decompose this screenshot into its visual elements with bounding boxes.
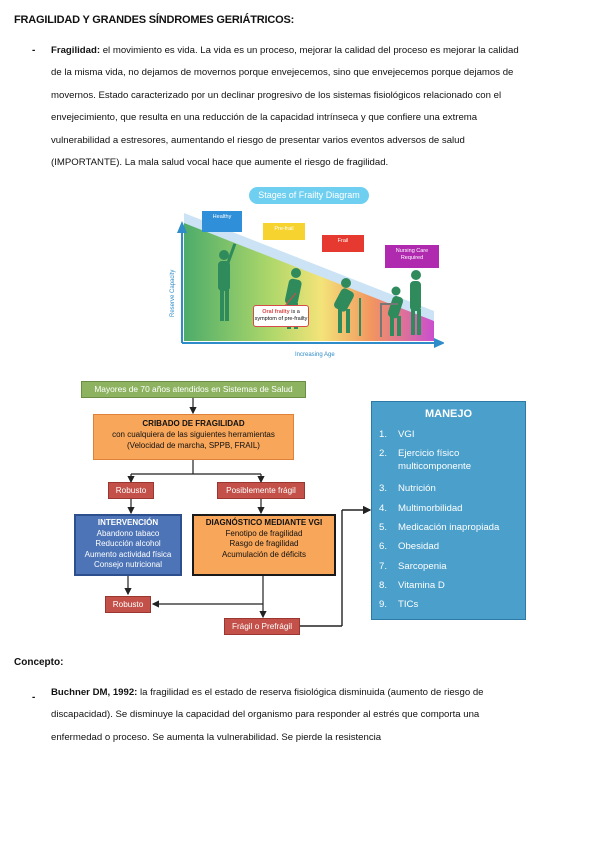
- robusto-result-box: Robusto: [105, 596, 151, 613]
- callout-pointer: [283, 292, 297, 308]
- cribado-box: CRIBADO DE FRAGILIDAD con cualquiera de …: [93, 414, 294, 460]
- figure-frail: [334, 278, 361, 336]
- frailty-diagram-title: Stages of Frailty Diagram: [249, 187, 369, 204]
- fragil-prefragil-box: Frágil o Prefrágil: [224, 618, 300, 635]
- frailty-stages-figure: Stages of Frailty Diagram Healthy Pre-fr…: [154, 183, 444, 363]
- intervencion-item: Consejo nutricional: [93, 560, 163, 569]
- manejo-title: MANEJO: [424, 408, 473, 420]
- cribado-line: con cualquiera de las siguientes herrami…: [112, 430, 275, 439]
- flowchart-connectors: [124, 398, 372, 627]
- manejo-item: 1.VGI: [379, 429, 415, 440]
- paragraph-line-text: la fragilidad es el estado de reserva fi…: [140, 687, 484, 698]
- paragraph-line: Buchner DM, 1992: la fragilidad es el es…: [51, 682, 585, 704]
- concepto-heading: Concepto:: [14, 657, 64, 668]
- intervencion-item: Abandono tabaco: [96, 528, 160, 538]
- intervencion-title: INTERVENCIÓN: [97, 518, 159, 527]
- callout-rest: is a symptom of pre-frailty: [254, 309, 308, 322]
- vgi-item: Acumulación de déficits: [221, 549, 307, 559]
- vgi-box: DIAGNÓSTICO MEDIANTE VGI Fenotipo de fra…: [192, 514, 336, 576]
- population-box: Mayores de 70 años atendidos en Sistemas…: [81, 381, 306, 398]
- bullet-marker: -: [32, 45, 36, 56]
- author-citation: Buchner DM, 1992:: [51, 687, 138, 698]
- y-axis-arrow: [177, 221, 187, 233]
- concepto-paragraph: Buchner DM, 1992: la fragilidad es el es…: [51, 682, 585, 749]
- reserve-curve-area: [184, 213, 434, 321]
- paragraph-line: movernos. Estado caracterizado por un de…: [51, 89, 502, 101]
- manejo-item: 9.TICs: [379, 599, 419, 610]
- vgi-item: Rasgo de fragilidad: [229, 539, 299, 548]
- paragraph-line: vulnerabilidad a estresores, aumentando …: [51, 134, 465, 146]
- posiblemente-fragil-box: Posiblemente frágil: [217, 482, 305, 499]
- stage-nursing-box: Nursing Care Required: [385, 245, 439, 268]
- oral-frailty-callout: Oral frailty is a symptom of pre-frailty: [253, 305, 309, 327]
- stage-prefrail-box: Pre-frail: [263, 223, 305, 240]
- paragraph-line: discapacidad). Se disminuye la capacidad…: [51, 709, 480, 721]
- stage-healthy-box: Healthy: [202, 211, 242, 232]
- intervencion-box: INTERVENCIÓN Abandono tabaco Reducción a…: [74, 514, 182, 576]
- frailty-flowchart: Mayores de 70 años atendidos en Sistemas…: [74, 378, 526, 638]
- paragraph-line: envejecimiento, que resulta en una reduc…: [51, 112, 478, 124]
- vgi-title: DIAGNÓSTICO MEDIANTE VGI: [205, 518, 323, 527]
- manejo-item: 3.Nutrición: [379, 483, 436, 494]
- intervencion-item: Aumento actividad física: [84, 549, 172, 559]
- vgi-item: Fenotipo de fragilidad: [225, 528, 303, 538]
- paragraph-line: Fragilidad: el movimiento es vida. La vi…: [51, 40, 585, 62]
- x-axis-arrow: [434, 338, 444, 348]
- reserve-decline-area: [184, 223, 434, 341]
- paragraph-line: (IMPORTANTE). La mala salud vocal hace q…: [51, 157, 389, 169]
- term-fragilidad: Fragilidad:: [51, 45, 101, 56]
- paragraph-line-text: el movimiento es vida. La vida es un pro…: [102, 45, 519, 56]
- figure-healthy: [218, 243, 237, 321]
- manejo-item: 6.Obesidad: [379, 541, 440, 552]
- cribado-line: (Velocidad de marcha, SPPB, FRAIL): [127, 441, 260, 450]
- figure-nursing: [380, 270, 421, 337]
- manejo-item: 8.Vitamina D: [379, 580, 445, 591]
- section-heading: FRAGILIDAD Y GRANDES SÍNDROMES GERIÁTRIC…: [14, 14, 295, 26]
- fragilidad-paragraph: Fragilidad: el movimiento es vida. La vi…: [51, 40, 585, 174]
- x-axis-label: Increasing Age: [295, 352, 335, 358]
- y-axis-label: Reserve Capacity: [170, 269, 176, 317]
- manejo-item: 2.Ejercicio físico multicomponente: [379, 448, 472, 472]
- stage-frail-box: Frail: [322, 235, 364, 252]
- cribado-title: CRIBADO DE FRAGILIDAD: [142, 419, 245, 428]
- manejo-item: 7.Sarcopenia: [379, 561, 447, 572]
- paragraph-line: de la misma vida, no dejamos de movernos…: [51, 67, 514, 79]
- manejo-item: 4.Multimorbilidad: [379, 503, 463, 514]
- intervencion-item: Reducción alcohol: [95, 539, 161, 548]
- bullet-marker: -: [32, 692, 36, 703]
- callout-bold: Oral frailty: [262, 309, 290, 315]
- robusto-box: Robusto: [108, 482, 154, 499]
- manejo-box: MANEJO 1.VGI 2.Ejercicio físico multicom…: [371, 401, 526, 620]
- manejo-item: 5.Medicación inapropiada: [379, 522, 500, 533]
- frailty-figure-graphics: [177, 213, 444, 348]
- paragraph-line: enfermedad o proceso. Se aumenta la vuln…: [51, 731, 382, 743]
